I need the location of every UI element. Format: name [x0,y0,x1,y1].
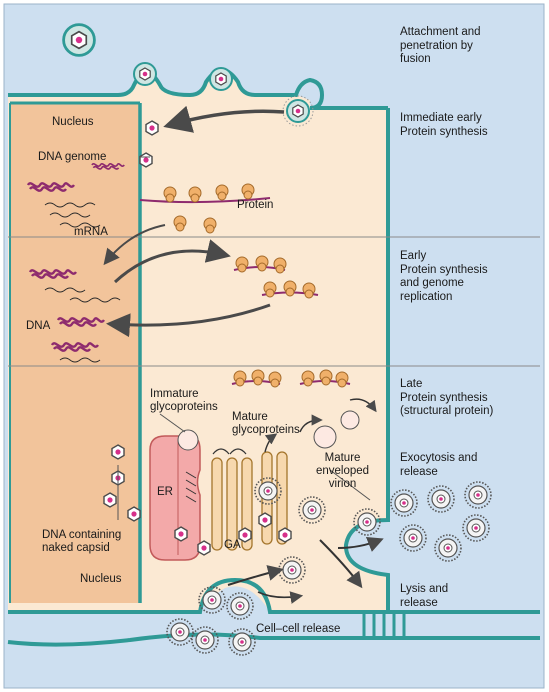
stage-late-label: Late Protein synthesis (structural prote… [400,378,494,417]
protein-label: Protein [237,199,274,211]
ga-label: GA [224,539,241,551]
mature-glycoproteins-label: Mature glycoproteins [232,411,300,436]
stage-exocytosis-label: Exocytosis and release [400,452,478,478]
stage-immediate-early-label: Immediate early Protein synthesis [400,112,488,138]
stage-attachment-label: Attachment and penetration by fusion [400,26,481,65]
stage-lysis-label: Lysis and release [400,583,449,609]
mrna-label: mRNA [74,226,108,238]
cell-cell-release-label: Cell–cell release [256,623,341,635]
stage-early-label: Early Protein synthesis and genome repli… [400,250,488,303]
er-label: ER [157,486,173,498]
dna-naked-capsid-label: DNA containing naked capsid [42,529,122,554]
dna-label: DNA [26,320,51,332]
nucleus-label-bottom: Nucleus [80,573,122,585]
mature-enveloped-virion-label: Mature enveloped virion [316,452,370,490]
immature-glycoproteins-label: Immature glycoproteins [150,388,218,413]
dna-genome-label: DNA genome [38,151,107,163]
nucleus-label-top: Nucleus [52,116,94,128]
